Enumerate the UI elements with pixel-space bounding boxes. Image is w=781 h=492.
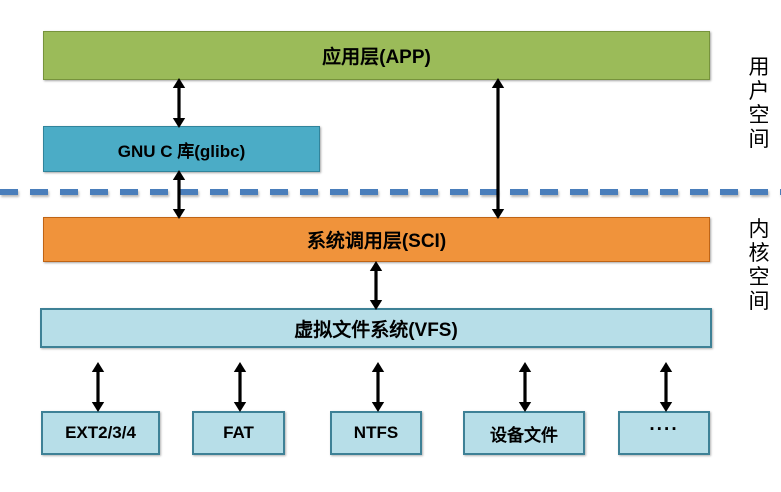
side-label-user-space: 用 户 空 间 <box>742 55 776 152</box>
layer-label-glibc: GNU C 库(glibc) <box>117 141 246 161</box>
filesystem-label-ext: EXT2/3/4 <box>65 423 136 442</box>
filesystem-label-fat: FAT <box>223 423 254 442</box>
side-label-kernel-space-char-2: 空 <box>748 264 770 289</box>
arrow-vfs-to-device-file <box>518 362 532 412</box>
arrow-glibc-to-system-call-interface <box>172 170 186 219</box>
layer-box-application: 应用层(APP) <box>43 31 710 80</box>
filesystem-box-fat: FAT <box>192 411 285 455</box>
side-label-user-space-char-0: 用 <box>748 55 770 79</box>
filesystem-box-others: ···· <box>618 411 710 455</box>
side-label-user-space-char-1: 户 <box>748 78 770 103</box>
side-label-user-space-char-3: 间 <box>748 126 770 151</box>
layer-label-system-call-interface: 系统调用层(SCI) <box>306 231 447 252</box>
arrow-vfs-to-ext <box>91 362 105 412</box>
filesystem-box-device-file: 设备文件 <box>463 411 585 455</box>
layer-box-system-call-interface: 系统调用层(SCI) <box>43 217 710 262</box>
layer-box-virtual-file-system: 虚拟文件系统(VFS) <box>40 308 712 348</box>
side-label-kernel-space-char-3: 间 <box>748 288 770 313</box>
layer-label-application: 应用层(APP) <box>322 47 431 68</box>
filesystem-label-ntfs: NTFS <box>353 423 399 442</box>
filesystem-box-ntfs: NTFS <box>330 411 422 455</box>
side-label-kernel-space-char-0: 内 <box>748 217 770 241</box>
arrow-vfs-to-others <box>659 362 673 412</box>
arrow-vfs-to-ntfs <box>371 362 385 412</box>
side-label-user-space-char-2: 空 <box>748 102 770 127</box>
side-label-kernel-space-char-1: 核 <box>748 240 770 265</box>
filesystem-label-device-file: 设备文件 <box>490 425 558 445</box>
arrow-system-call-interface-to-vfs <box>369 261 383 310</box>
arrow-vfs-to-fat <box>233 362 247 412</box>
arrow-app-to-glibc <box>172 78 186 128</box>
user-kernel-divider-line <box>0 189 781 195</box>
filesystem-box-ext: EXT2/3/4 <box>41 411 160 455</box>
filesystem-label-others: ···· <box>649 419 679 440</box>
arrow-app-to-system-call-interface <box>491 78 505 219</box>
side-label-kernel-space: 内 核 空 间 <box>742 217 776 314</box>
layer-box-glibc: GNU C 库(glibc) <box>43 126 320 172</box>
layer-label-virtual-file-system: 虚拟文件系统(VFS) <box>294 319 458 341</box>
